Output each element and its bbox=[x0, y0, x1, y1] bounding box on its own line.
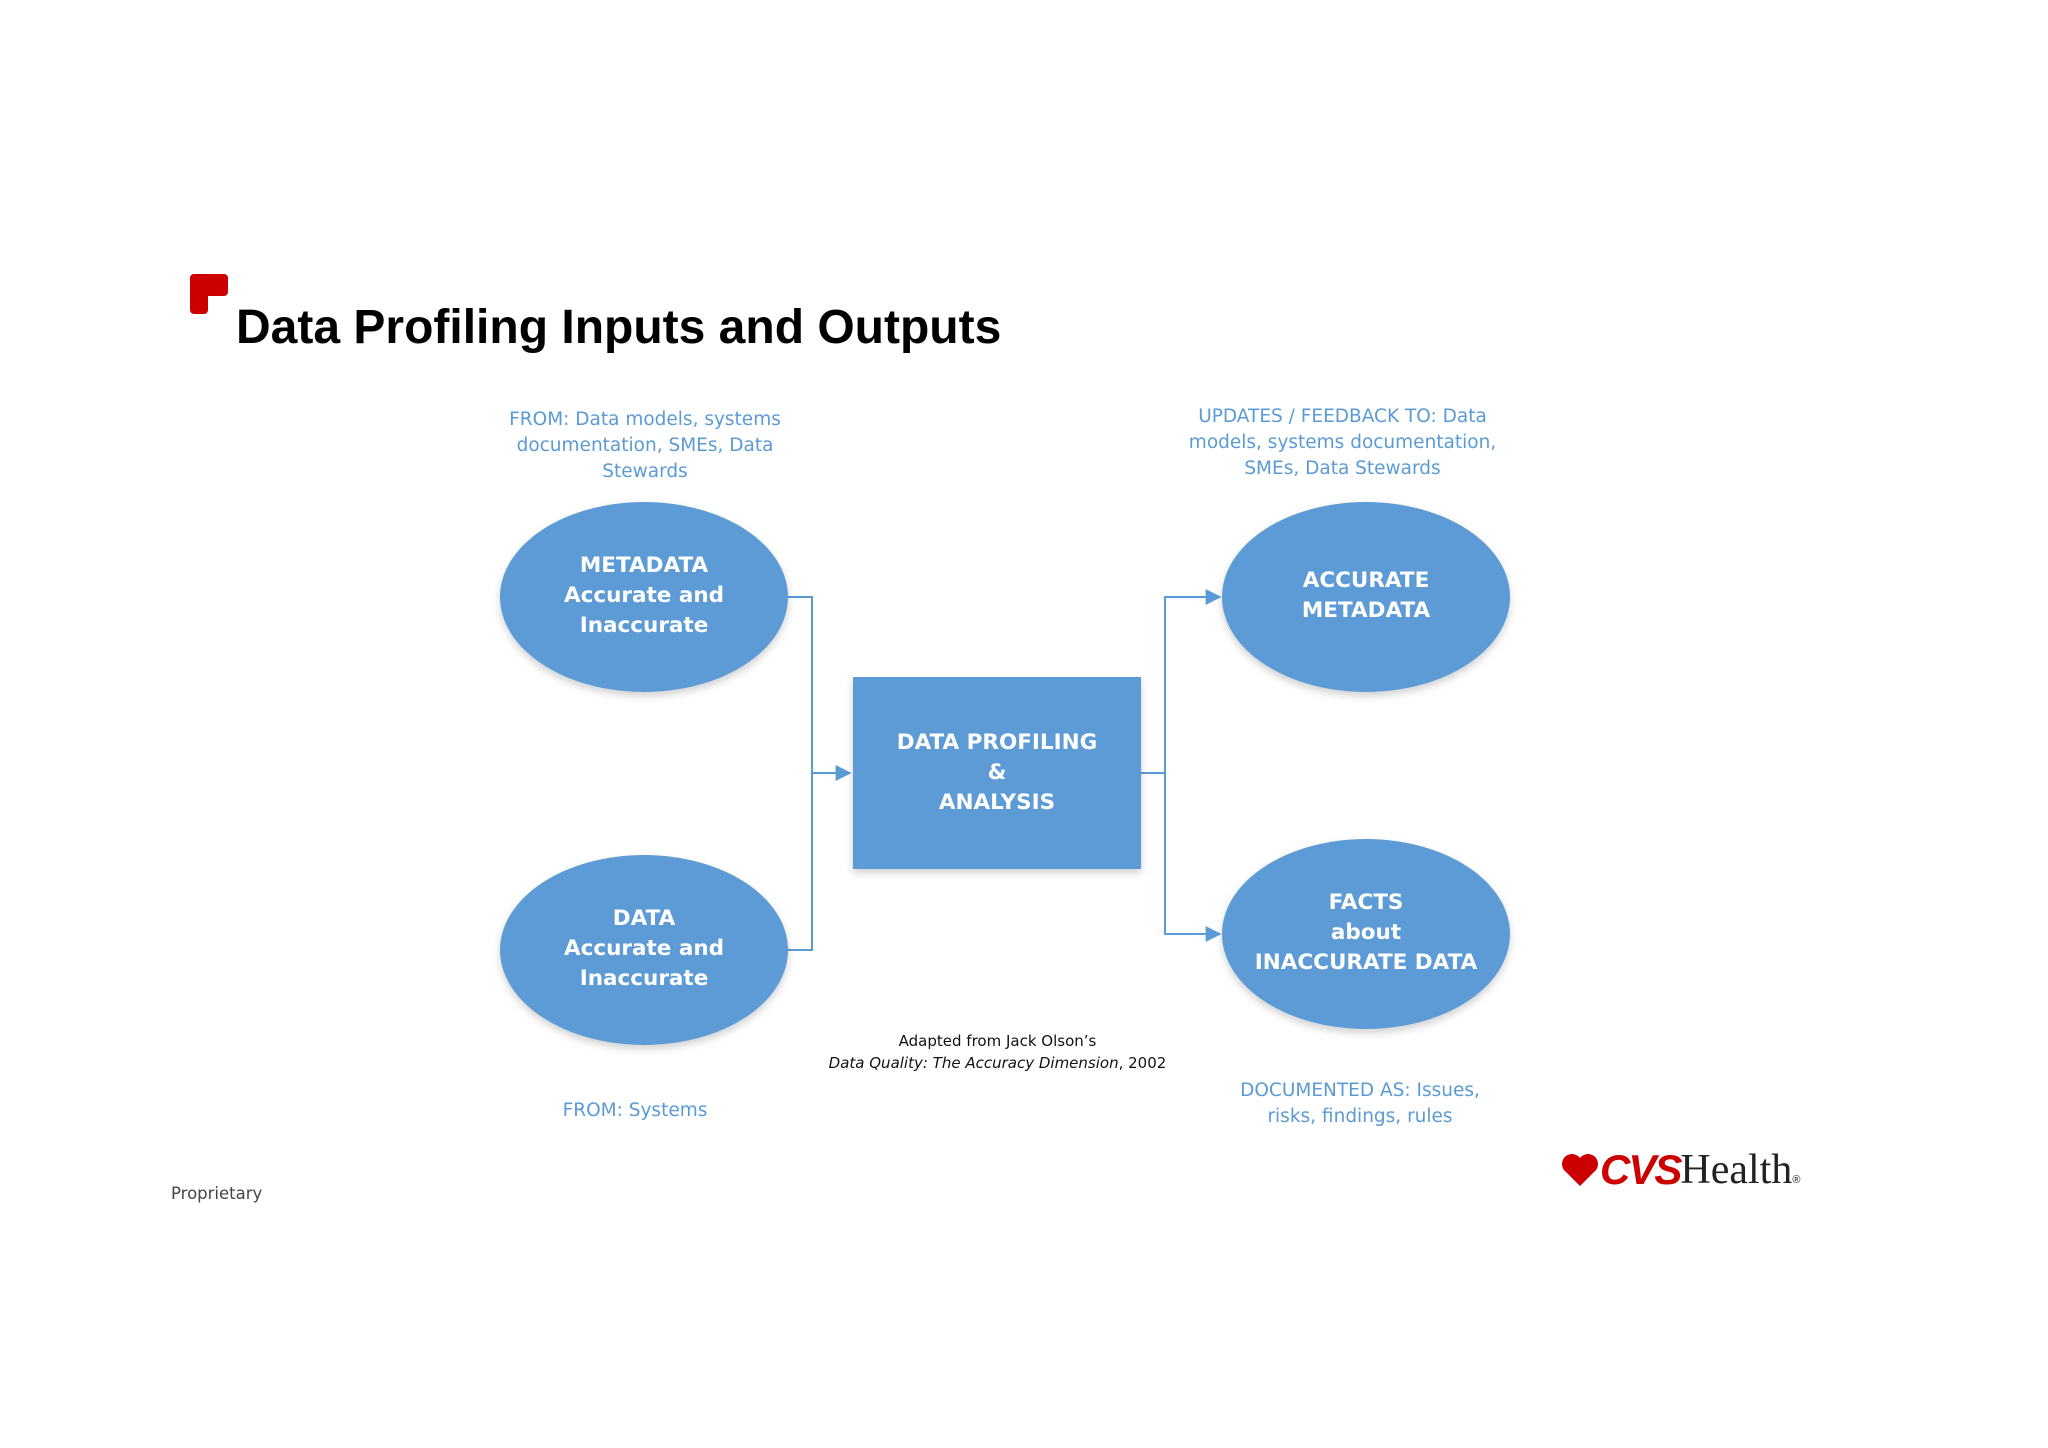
facts-output-label: FACTS about INACCURATE DATA bbox=[1254, 890, 1478, 975]
connector-process-to-facts bbox=[1164, 773, 1222, 942]
connector-data-to-process bbox=[788, 773, 813, 951]
credit-citation: Data Quality: The Accuracy Dimension, 20… bbox=[780, 1052, 1215, 1074]
book-title: Data Quality: The Accuracy Dimension bbox=[828, 1054, 1119, 1072]
heart-icon bbox=[1562, 1154, 1598, 1186]
brand-corner-icon bbox=[190, 274, 228, 314]
facts-output-node bbox=[1222, 839, 1510, 1029]
data-input-label: DATA Accurate and Inaccurate bbox=[563, 906, 725, 991]
book-year: , 2002 bbox=[1118, 1054, 1167, 1072]
logo-cvs-text: CVS bbox=[1600, 1146, 1682, 1193]
data-source-note: FROM: Systems bbox=[562, 1100, 708, 1121]
footer-label: Proprietary bbox=[171, 1184, 263, 1203]
logo-health-text: Health bbox=[1680, 1147, 1793, 1193]
connector-process-to-accurate-metadata bbox=[1141, 589, 1222, 774]
facts-documented-note: DOCUMENTED AS: Issues, risks, findings, … bbox=[1240, 1080, 1480, 1127]
data-input-node bbox=[500, 855, 788, 1045]
accurate-metadata-node bbox=[1222, 502, 1510, 692]
metadata-source-note: FROM: Data models, systems documentation… bbox=[509, 409, 781, 482]
registered-mark: ® bbox=[1792, 1174, 1801, 1186]
connector-metadata-to-process bbox=[788, 596, 852, 781]
cvs-health-logo: CVS Health ® bbox=[1560, 1148, 1800, 1192]
source-credit: Adapted from Jack Olson’s Data Quality: … bbox=[780, 1030, 1215, 1074]
process-node bbox=[853, 677, 1141, 869]
metadata-input-label: METADATA Accurate and Inaccurate bbox=[563, 553, 725, 638]
metadata-feedback-note: UPDATES / FEEDBACK TO: Data models, syst… bbox=[1188, 406, 1497, 479]
process-label: DATA PROFILING & ANALYSIS bbox=[896, 730, 1098, 815]
page-title: Data Profiling Inputs and Outputs bbox=[236, 301, 1002, 354]
credit-line: Adapted from Jack Olson’s bbox=[898, 1032, 1097, 1050]
accurate-metadata-label: ACCURATE METADATA bbox=[1301, 568, 1431, 623]
metadata-input-node bbox=[500, 502, 788, 692]
